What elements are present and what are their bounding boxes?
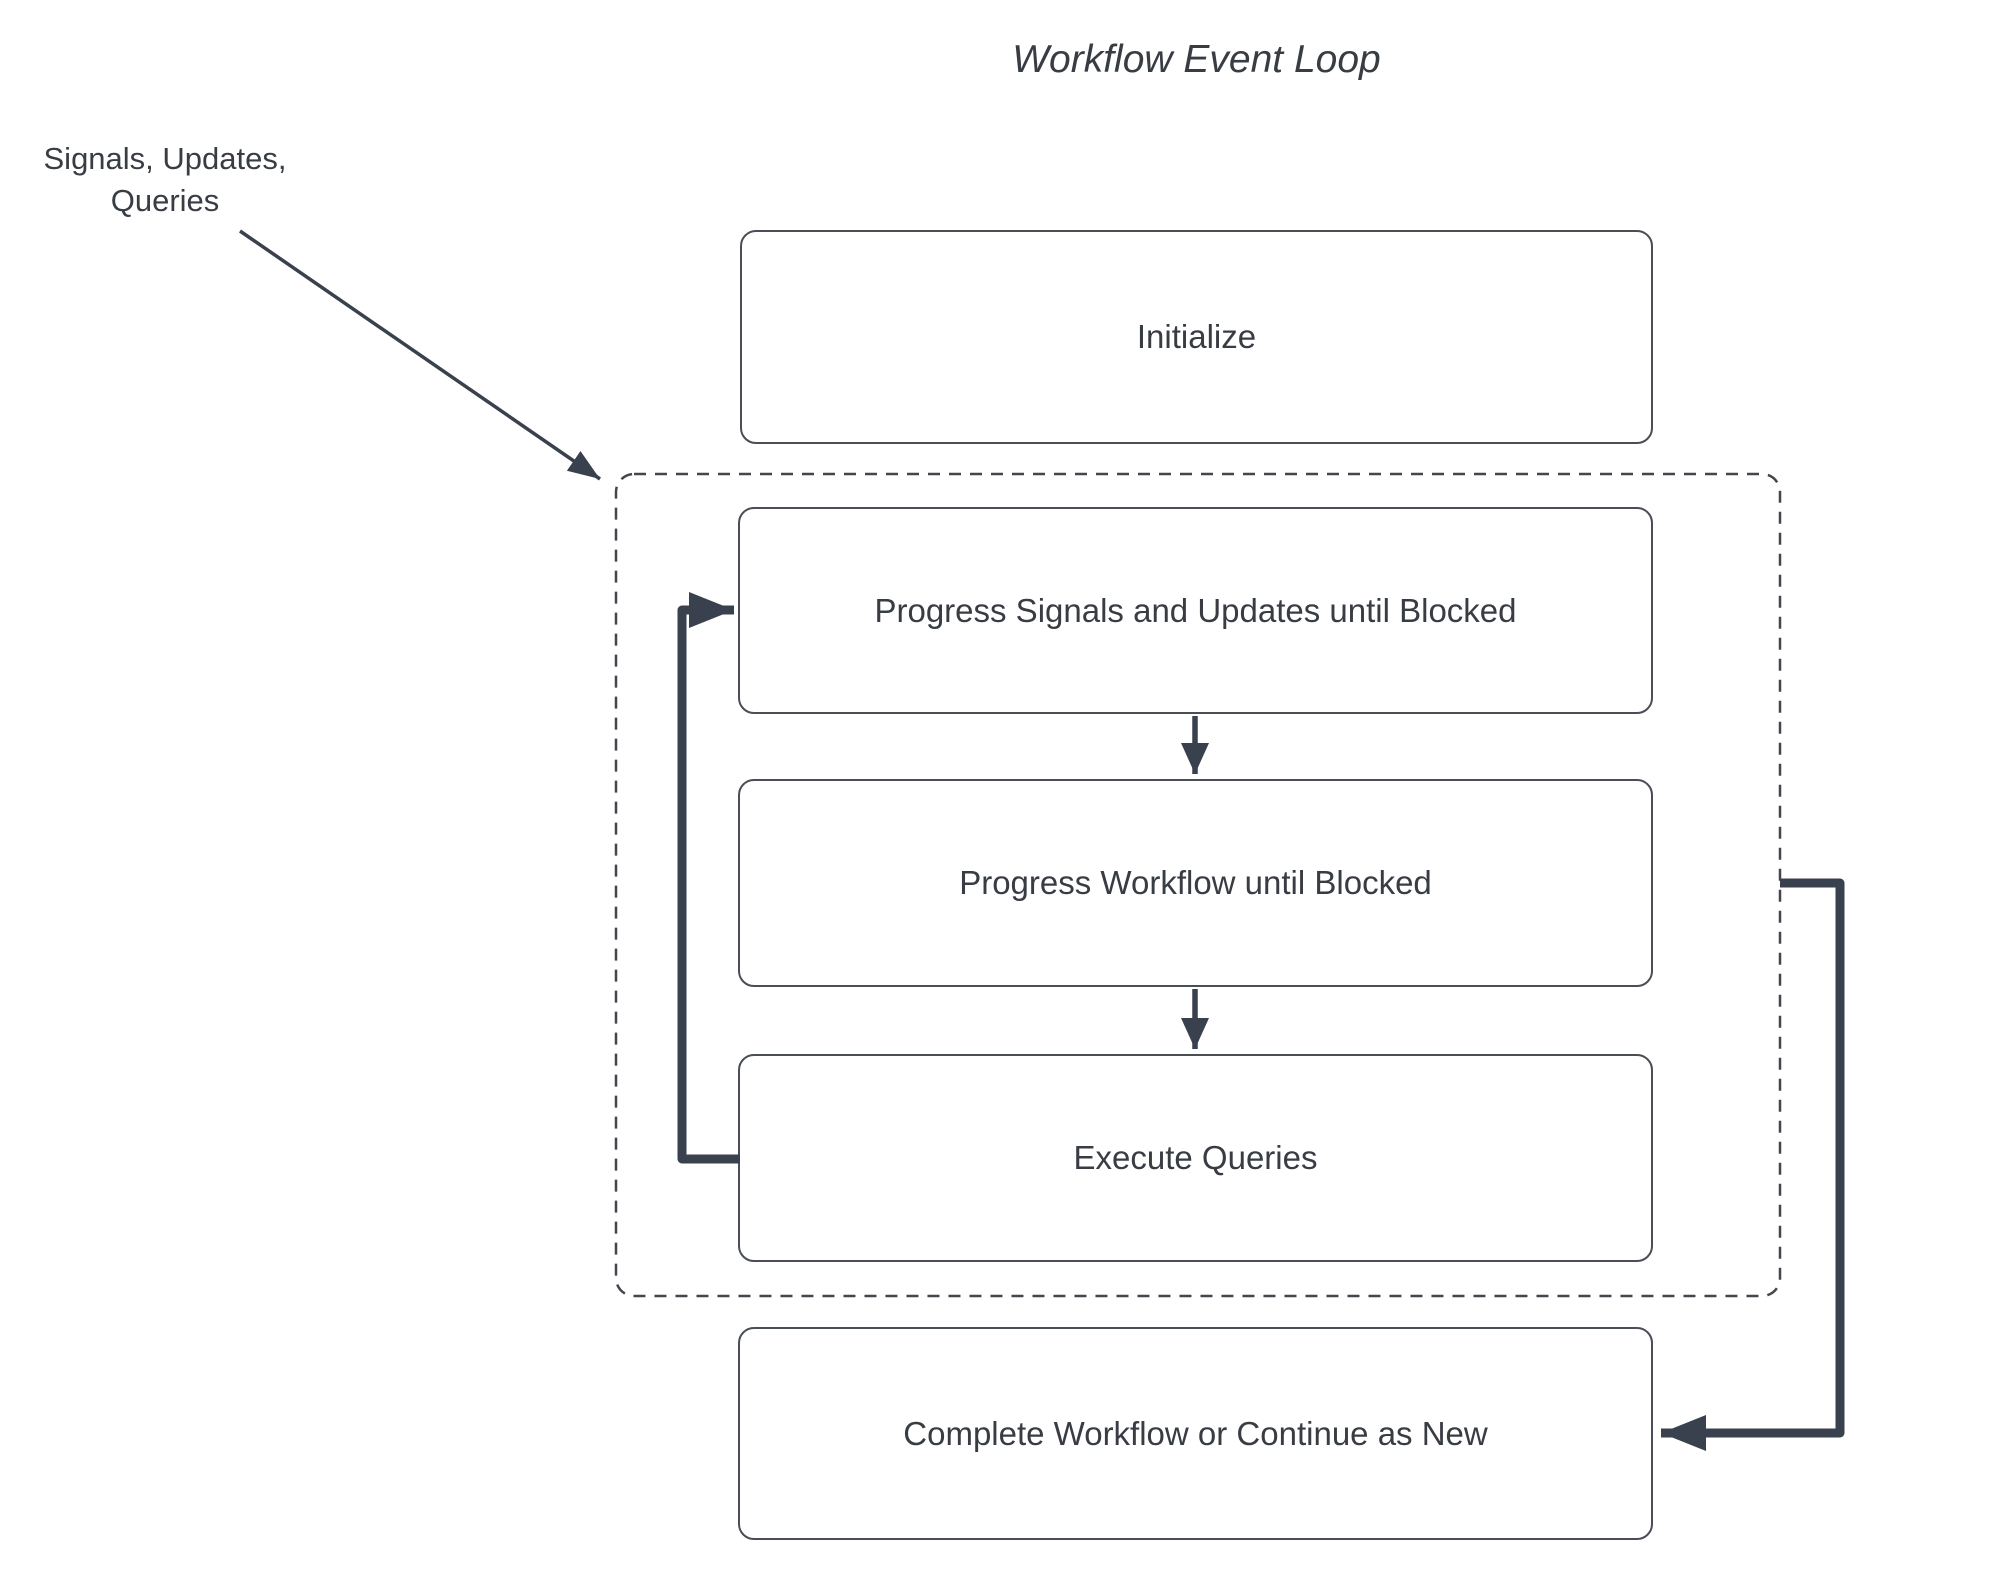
diagram-title: Workflow Event Loop <box>1012 38 1381 81</box>
node-execute-queries: Execute Queries <box>738 1054 1653 1262</box>
node-progress-signals-updates: Progress Signals and Updates until Block… <box>738 507 1653 714</box>
arrow-signals-to-event-loop <box>239 229 601 481</box>
node-initialize-label: Initialize <box>1136 318 1257 355</box>
node-complete-or-continue-label: Complete Workflow or Continue as New <box>903 1414 1488 1452</box>
arrow-loop-to-complete <box>1661 878 1845 1451</box>
node-progress-workflow-label: Progress Workflow until Blocked <box>959 864 1432 901</box>
annotation-line-2: Queries <box>110 183 220 218</box>
node-initialize: Initialize <box>740 230 1653 444</box>
arrow-execute-queries-loop-back <box>677 592 740 1164</box>
signals-updates-queries-label: Signals, Updates, Queries <box>20 138 310 222</box>
node-progress-workflow: Progress Workflow until Blocked <box>738 779 1653 987</box>
node-progress-signals-updates-label: Progress Signals and Updates until Block… <box>874 591 1517 629</box>
annotation-line-1: Signals, Updates, <box>43 141 287 176</box>
node-execute-queries-label: Execute Queries <box>1073 1139 1318 1176</box>
node-complete-or-continue: Complete Workflow or Continue as New <box>738 1327 1653 1540</box>
